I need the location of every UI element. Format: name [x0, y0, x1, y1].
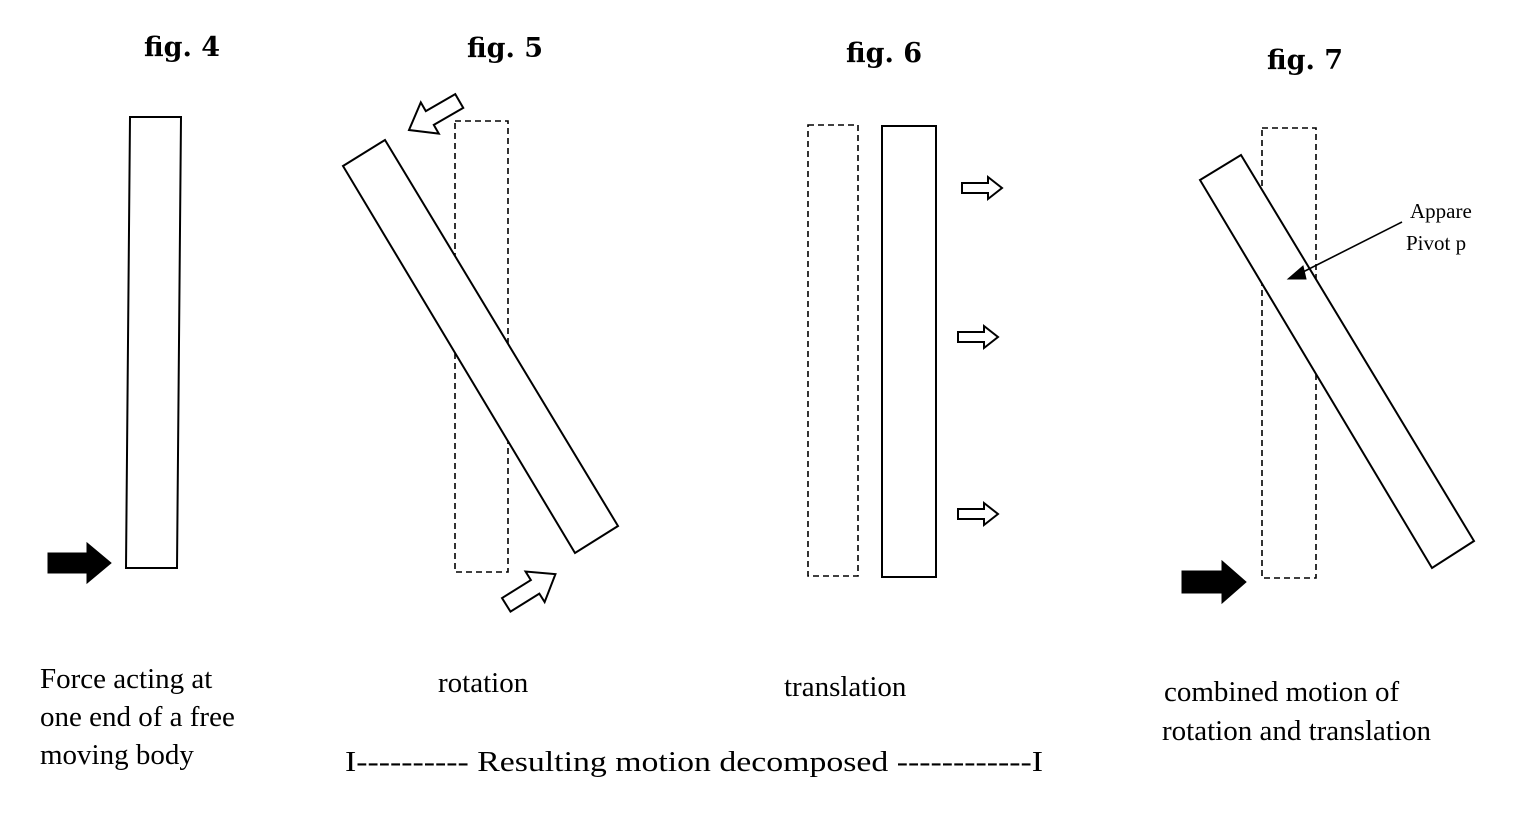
figure-7-caption: combined motion of rotation and translat…	[1162, 676, 1431, 747]
figure-6-translated-bar	[881, 125, 937, 578]
figure-5-rotated-bar	[341, 138, 620, 555]
figure-4-title: fig. 4	[144, 32, 220, 63]
figure-7-pivot-pointer-icon	[1286, 221, 1403, 280]
figure-6-translation-arrow-middle-icon	[957, 323, 1000, 351]
figure-6-title: fig. 6	[846, 38, 922, 69]
figure-7-rotated-translated-bar	[1198, 153, 1476, 570]
figure-4-body-bar	[124, 116, 183, 569]
figure-7-pivot-label-line-2: Pivot p	[1406, 231, 1466, 255]
resulting-motion-decomposed-label: I---------- Resulting motion decomposed …	[345, 746, 1043, 778]
figure-4-caption-line-1: Force acting at	[40, 663, 212, 695]
figure-7-pivot-label-line-1: Appare	[1410, 199, 1472, 223]
figure-5-caption-line-1: rotation	[438, 667, 529, 699]
figure-7-pivot-label: Appare Pivot p	[1406, 199, 1477, 255]
figure-7-original-position-outline	[1261, 127, 1317, 579]
figure-4-caption-line-2: one end of a free	[40, 701, 235, 733]
figure-5-title: fig. 5	[467, 33, 543, 64]
figure-4-force-arrow-icon	[47, 541, 112, 585]
figure-4-caption: Force acting at one end of a free moving…	[40, 663, 242, 771]
figure-6-caption: translation	[784, 671, 907, 703]
figure-5-upper-rotation-arrow-icon	[407, 92, 465, 135]
figure-6-original-position-outline	[807, 124, 859, 577]
figure-6-translation-arrow-top-icon	[961, 174, 1004, 202]
figure-7-force-arrow-icon	[1181, 559, 1247, 605]
figure-4: fig. 4 Force acting at one end of a free…	[40, 32, 242, 771]
figure-5-caption: rotation	[438, 667, 529, 699]
figure-6-caption-line-1: translation	[784, 671, 907, 703]
figure-7: fig. 7 Appare Pivot p combined motion of…	[1162, 45, 1477, 747]
figure-7-title: fig. 7	[1267, 45, 1343, 76]
figure-6-translation-arrow-bottom-icon	[957, 500, 1000, 528]
figure-4-caption-line-3: moving body	[40, 739, 194, 771]
figure-7-caption-line-2: rotation and translation	[1162, 715, 1431, 747]
figure-5-lower-rotation-arrow-icon	[500, 570, 557, 614]
figure-6: fig. 6 translation	[784, 38, 1004, 703]
figure-5: fig. 5 rotation	[341, 33, 620, 699]
figure-7-caption-line-1: combined motion of	[1164, 676, 1400, 708]
